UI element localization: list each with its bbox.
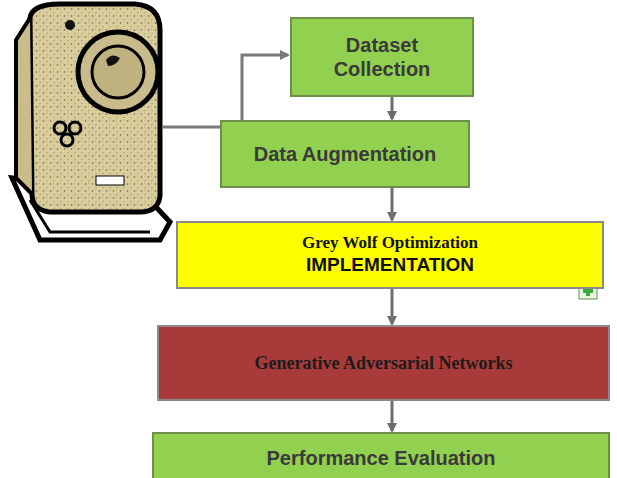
optimization-box: Grey Wolf OptimizationIMPLEMENTATION (176, 221, 604, 289)
augmentation-box: Data Augmentation (220, 120, 470, 188)
flow-arrow (391, 188, 394, 220)
camera-link (162, 55, 288, 127)
box-text: Dataset Collection (302, 33, 462, 81)
box-text: Grey Wolf Optimization (302, 233, 478, 253)
flow-arrow (391, 97, 394, 119)
box-text: Generative Adversarial Networks (255, 353, 513, 374)
flow-arrow (391, 401, 394, 431)
dataset-box: Dataset Collection (290, 17, 474, 97)
camera-lens (78, 32, 158, 112)
flow-arrow (391, 289, 394, 324)
camera-body (30, 4, 160, 212)
box-text: IMPLEMENTATION (306, 254, 474, 277)
box-text: Data Augmentation (254, 142, 437, 166)
box-text: Performance Evaluation (267, 446, 496, 470)
evaluation-box: Performance Evaluation (152, 432, 610, 478)
gan-box: Generative Adversarial Networks (157, 325, 610, 401)
